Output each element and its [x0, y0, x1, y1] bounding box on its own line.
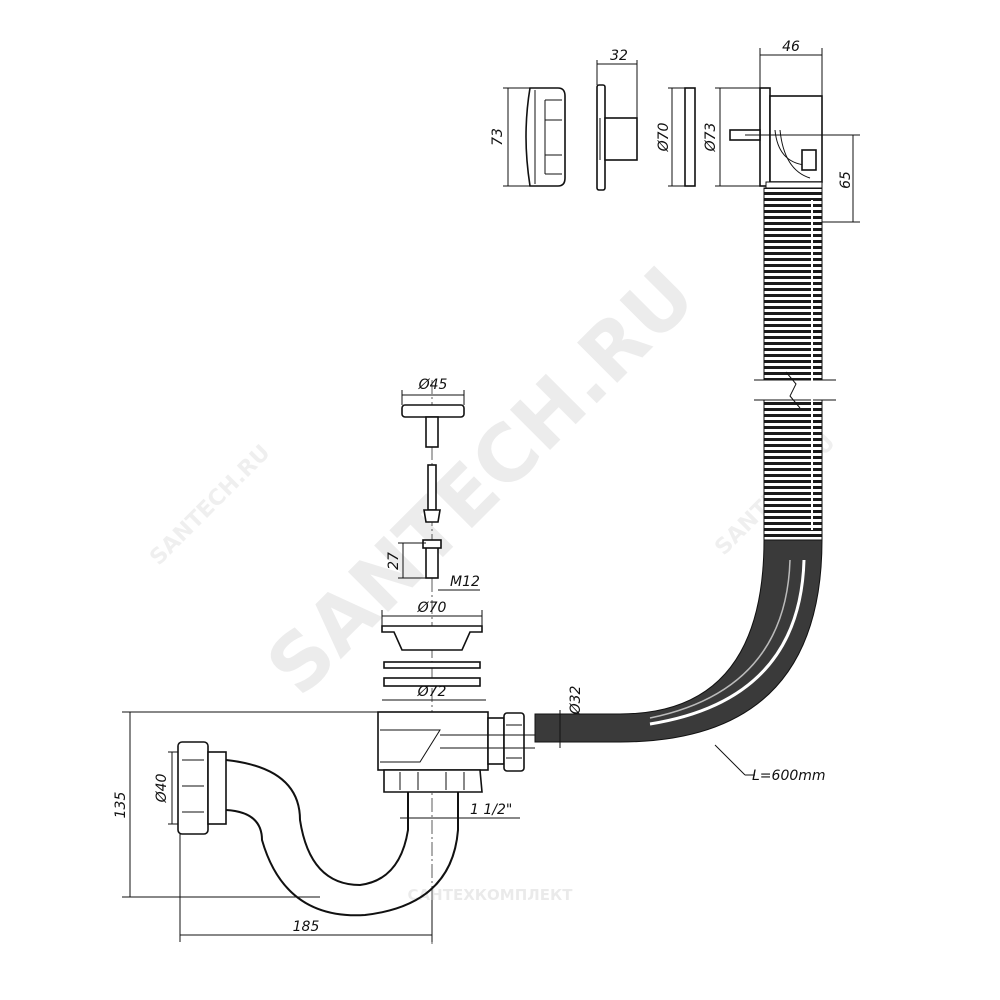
- overflow-cap: [525, 87, 566, 187]
- watermark-small-left: SANTECH.RU: [145, 440, 275, 570]
- s-trap-pipe: [177, 741, 459, 917]
- dim-height-27: 27: [386, 542, 426, 579]
- corrugated-hose: [534, 181, 836, 743]
- dim-width-185: 185: [179, 834, 433, 942]
- dim-height-73: 73: [490, 87, 530, 187]
- dim-height-65: 65: [745, 134, 860, 223]
- dim-32-label: 32: [610, 48, 628, 64]
- dim-dia-73: Ø73: [703, 87, 760, 187]
- dim-dia-72-label: Ø72: [417, 684, 447, 700]
- dim-hose-length: L=600mm: [714, 744, 826, 784]
- dim-m12-label: M12: [450, 574, 480, 590]
- dim-thread-1-1-2: 1 1/2": [400, 802, 520, 819]
- watermark-small-left-text: SANTECH.RU: [145, 440, 275, 570]
- dim-dia-70-top-label: Ø70: [656, 122, 672, 152]
- drain-gasket-lower: [383, 677, 481, 687]
- dim-width-32: 32: [596, 48, 638, 118]
- dim-hose-length-label: L=600mm: [752, 768, 826, 784]
- dim-height-135: 135: [113, 711, 380, 898]
- overflow-gasket: [684, 87, 696, 187]
- dim-dia-45: Ø45: [401, 377, 465, 405]
- dim-dia-70-top: Ø70: [656, 87, 685, 187]
- drain-strainer: [381, 625, 483, 651]
- dim-dia-70-mid: Ø70: [381, 600, 483, 626]
- dim-dia-73-label: Ø73: [703, 123, 719, 153]
- dim-27-label: 27: [386, 552, 402, 570]
- dim-dia-72: Ø72: [382, 684, 486, 701]
- dim-46-label: 46: [782, 39, 800, 55]
- drain-gasket-upper: [383, 661, 481, 669]
- drain-screw: [423, 464, 441, 523]
- dim-65-label: 65: [838, 171, 854, 189]
- watermark-main: SANTECH.RU: [250, 250, 712, 712]
- drain-plug: [401, 404, 465, 448]
- dim-dia-40: Ø40: [154, 751, 178, 825]
- watermark-main-text: SANTECH.RU: [250, 250, 712, 712]
- dim-dia-45-label: Ø45: [418, 377, 448, 393]
- siphon-body: [377, 711, 535, 793]
- dim-185-label: 185: [293, 919, 320, 935]
- dim-73-label: 73: [490, 128, 506, 146]
- threaded-insert: [422, 539, 442, 579]
- overflow-body: [729, 87, 823, 187]
- dim-thread-m12: M12: [438, 574, 480, 591]
- dim-dia-32: Ø32: [559, 685, 584, 748]
- dim-width-46: 46: [759, 39, 823, 96]
- dim-135-label: 135: [113, 792, 129, 819]
- dim-dia-70-mid-label: Ø70: [417, 600, 447, 616]
- dim-dia-32-label: Ø32: [568, 685, 584, 715]
- overflow-flange: [596, 84, 638, 191]
- dim-dia-40-label: Ø40: [154, 773, 170, 803]
- watermark-bottom-text: САНТЕХКОМПЛЕКТ: [408, 886, 574, 904]
- dim-1-1-2-label: 1 1/2": [470, 802, 512, 818]
